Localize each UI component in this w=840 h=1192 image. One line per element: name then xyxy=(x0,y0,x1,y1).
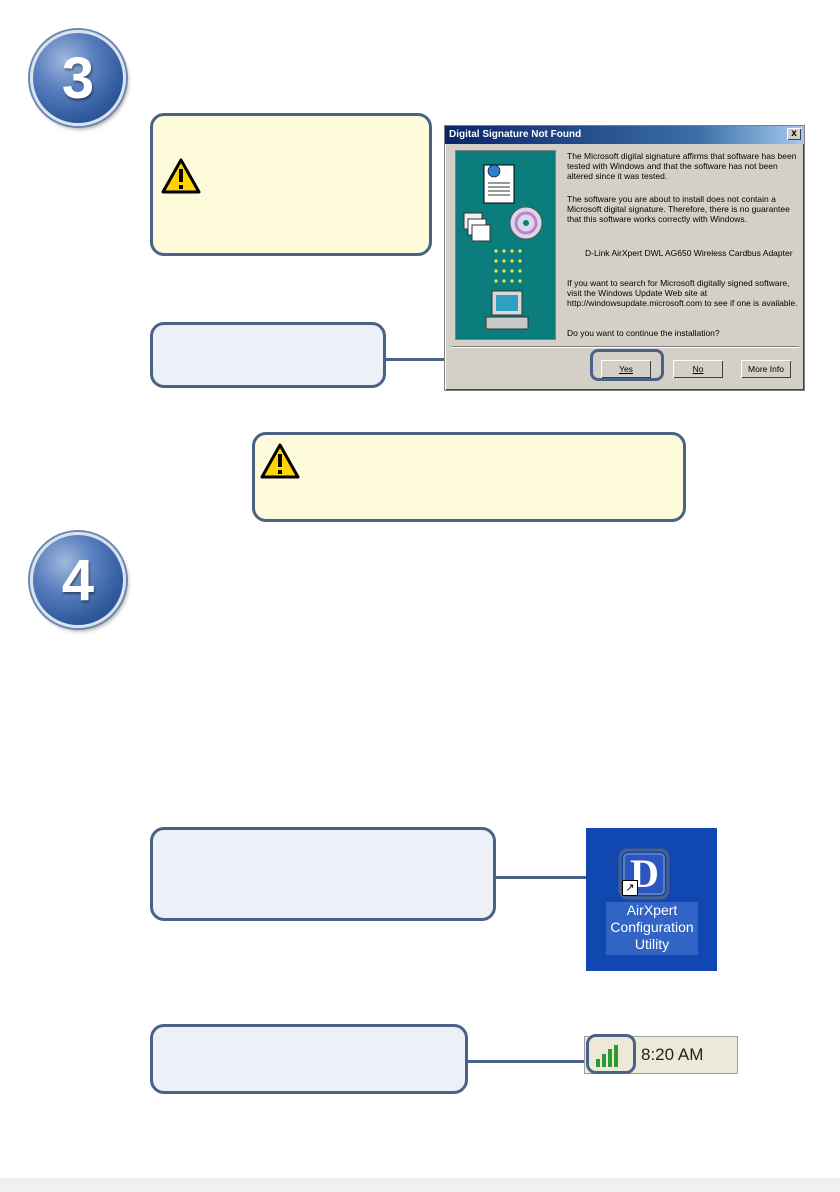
step-4-badge: 4 xyxy=(30,532,126,628)
step-3-badge: 3 xyxy=(30,30,126,126)
computer-illustration-icon xyxy=(463,164,543,330)
dialog-paragraph-3: If you want to search for Microsoft digi… xyxy=(567,278,798,308)
yes-button[interactable]: Yes xyxy=(601,360,651,378)
tray-time: 8:20 AM xyxy=(641,1045,704,1064)
warning-icon xyxy=(161,158,201,194)
system-tray: 8:20 AM xyxy=(584,1036,738,1074)
airxpert-shortcut-icon[interactable]: D ↗ xyxy=(618,848,670,900)
signal-strength-icon[interactable] xyxy=(593,1043,619,1069)
dialog-title: Digital Signature Not Found xyxy=(449,129,582,140)
no-button[interactable]: No xyxy=(673,360,723,378)
dialog-device-name: D-Link AirXpert DWL AG650 Wireless Cardb… xyxy=(585,248,793,258)
digital-signature-dialog: Digital Signature Not Found x xyxy=(444,125,805,391)
dialog-separator xyxy=(451,346,799,348)
desktop-icon-label[interactable]: AirXpert Configuration Utility xyxy=(606,902,698,955)
tray-icon-callout xyxy=(150,1024,468,1094)
second-warning-callout xyxy=(252,432,686,522)
dialog-question: Do you want to continue the installation… xyxy=(567,328,720,338)
yes-instruction-callout xyxy=(150,322,386,388)
warning-callout xyxy=(150,113,432,256)
desktop-connector-line xyxy=(496,876,620,879)
close-icon[interactable]: x xyxy=(787,128,801,140)
dialog-paragraph-1: The Microsoft digital signature affirms … xyxy=(567,151,797,181)
warning-icon xyxy=(260,443,300,479)
dialog-illustration xyxy=(455,150,556,340)
desktop-icon-callout xyxy=(150,827,496,921)
more-info-button[interactable]: More Info xyxy=(741,360,791,378)
page-bottom-strip xyxy=(0,1178,840,1192)
desktop-background: D ↗ AirXpert Configuration Utility xyxy=(586,828,717,971)
yes-button-highlight xyxy=(590,349,664,381)
dialog-paragraph-2: The software you are about to install do… xyxy=(567,194,790,224)
shortcut-arrow-icon: ↗ xyxy=(622,880,638,896)
tray-connector-line xyxy=(468,1060,586,1063)
tray-icon-highlight xyxy=(586,1034,636,1074)
dialog-title-bar: Digital Signature Not Found x xyxy=(445,126,804,144)
